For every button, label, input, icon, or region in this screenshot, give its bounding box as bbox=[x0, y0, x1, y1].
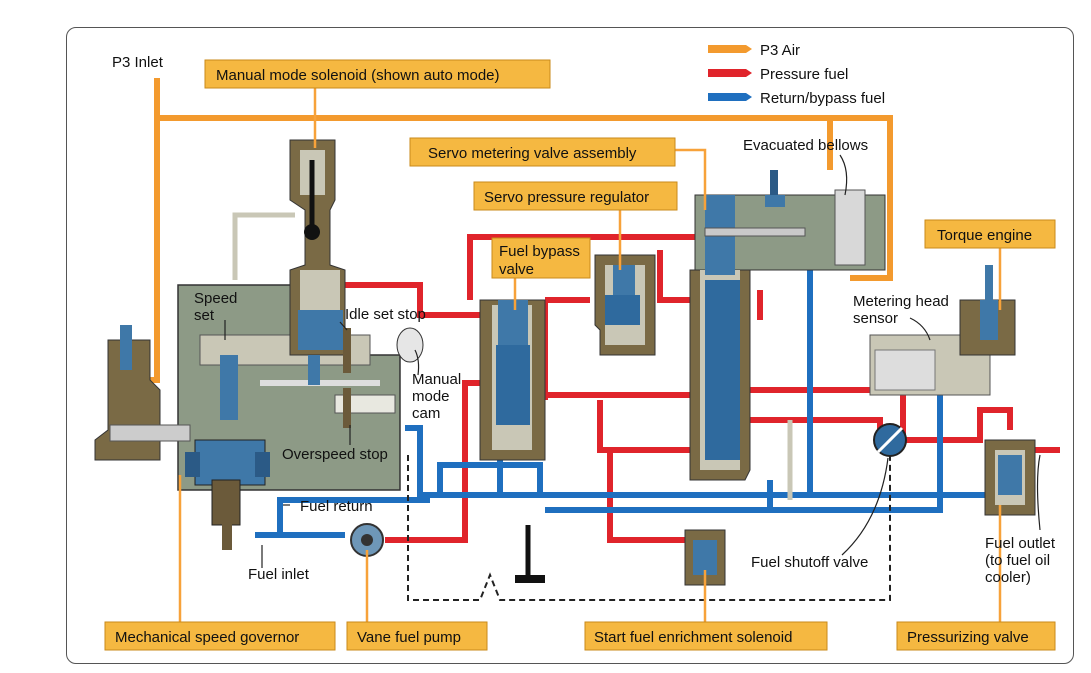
callout-vane-fuel-pump-text: Vane fuel pump bbox=[357, 629, 461, 646]
callout-manual-mode-solenoid-text: Manual mode solenoid (shown auto mode) bbox=[216, 67, 500, 84]
callout-mechanical-speed-governor: Mechanical speed governor bbox=[104, 621, 336, 651]
label-fuel-outlet-3: cooler) bbox=[985, 569, 1031, 586]
label-p3-inlet: P3 Inlet bbox=[112, 54, 164, 71]
bypass-beige-lines bbox=[232, 212, 793, 500]
label-fuel-inlet: Fuel inlet bbox=[248, 566, 310, 583]
metering-head-sensor bbox=[869, 265, 1016, 396]
callout-pressurizing-valve: Pressurizing valve bbox=[896, 621, 1056, 651]
label-manual-mode-cam-3: cam bbox=[412, 405, 440, 422]
callout-servo-pressure-regulator-text: Servo pressure regulator bbox=[484, 189, 649, 206]
callout-fuel-bypass-valve-text-2: valve bbox=[499, 261, 534, 278]
callout-leaders bbox=[178, 88, 1002, 635]
diagram-frame bbox=[66, 27, 1074, 664]
callout-manual-mode-solenoid: Manual mode solenoid (shown auto mode) bbox=[204, 59, 551, 89]
label-manual-mode-cam-2: mode bbox=[412, 388, 450, 405]
label-fuel-return: Fuel return bbox=[300, 498, 373, 515]
callout-servo-metering-valve-text: Servo metering valve assembly bbox=[428, 145, 637, 162]
legend-label-pressure: Pressure fuel bbox=[760, 66, 848, 83]
legend-swatch-air bbox=[708, 45, 746, 53]
callout-pressurizing-valve-text: Pressurizing valve bbox=[907, 629, 1029, 646]
legend-swatch-return bbox=[708, 93, 746, 101]
label-fuel-shutoff-valve: Fuel shutoff valve bbox=[751, 554, 868, 571]
callout-servo-metering-valve: Servo metering valve assembly bbox=[409, 137, 676, 167]
servo-metering-valve bbox=[689, 170, 886, 481]
callout-start-fuel-enrichment-text: Start fuel enrichment solenoid bbox=[594, 629, 792, 646]
pressurizing-valve bbox=[984, 439, 1036, 516]
label-idle-set-stop: Idle set stop bbox=[345, 306, 426, 323]
callout-servo-pressure-regulator: Servo pressure regulator bbox=[473, 181, 678, 211]
servo-pressure-regulator bbox=[594, 254, 656, 356]
governor-left-assembly bbox=[94, 325, 191, 461]
legend-label-air: P3 Air bbox=[760, 42, 800, 59]
label-fuel-outlet-2: (to fuel oil bbox=[985, 552, 1050, 569]
callout-fuel-bypass-valve: Fuel bypass valve bbox=[491, 237, 591, 279]
label-manual-mode-cam-1: Manual bbox=[412, 371, 461, 388]
callout-torque-engine: Torque engine bbox=[924, 219, 1056, 249]
fuel-bypass-valve bbox=[479, 299, 546, 461]
callout-fuel-bypass-valve-text-1: Fuel bypass bbox=[499, 243, 580, 260]
legend-label-return: Return/bypass fuel bbox=[760, 90, 885, 107]
label-speed-set-1: Speed bbox=[194, 290, 237, 307]
governor-spindle bbox=[185, 355, 270, 550]
throttle-linkage bbox=[407, 455, 891, 601]
label-metering-head-2: sensor bbox=[853, 310, 898, 327]
legend-swatch-pressure bbox=[708, 69, 746, 77]
label-speed-set-2: set bbox=[194, 307, 215, 324]
callout-mechanical-speed-governor-text: Mechanical speed governor bbox=[115, 629, 299, 646]
fuel-shutoff-valve bbox=[873, 423, 907, 457]
label-overspeed-stop: Overspeed stop bbox=[282, 446, 388, 463]
labels: P3 Inlet Evacuated bellows Speed set Idl… bbox=[112, 54, 1056, 586]
label-pointers bbox=[224, 154, 1041, 568]
throttle-lever bbox=[515, 525, 545, 583]
legend: P3 Air Pressure fuel Return/bypass fuel bbox=[708, 42, 885, 107]
manual-mode-solenoid bbox=[289, 139, 346, 385]
label-metering-head-1: Metering head bbox=[853, 293, 949, 310]
callout-torque-engine-text: Torque engine bbox=[937, 227, 1032, 244]
callout-start-fuel-enrichment: Start fuel enrichment solenoid bbox=[584, 621, 828, 651]
label-evacuated-bellows: Evacuated bellows bbox=[743, 137, 868, 154]
callout-vane-fuel-pump: Vane fuel pump bbox=[346, 621, 488, 651]
label-fuel-outlet-1: Fuel outlet bbox=[985, 535, 1056, 552]
